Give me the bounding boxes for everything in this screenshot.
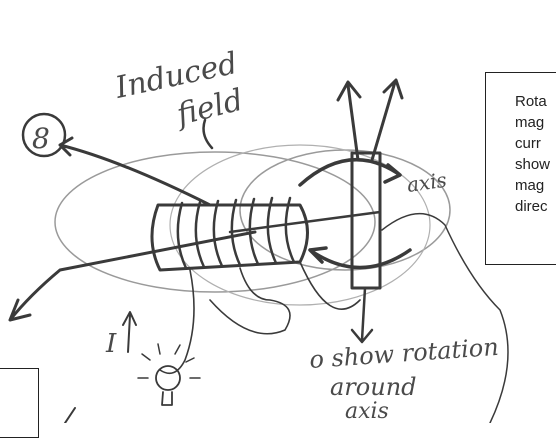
axis-arrow-up-left <box>338 82 360 160</box>
rotation-note-line1: o show rotation <box>308 333 499 374</box>
rotation-note-line3: axis <box>345 399 389 423</box>
callout-line-2: mag <box>515 112 556 133</box>
rotation-arc-top <box>300 160 400 185</box>
partial-box-bottom-left <box>0 368 39 438</box>
callout-box: Rota mag curr show mag direc <box>485 72 556 265</box>
callout-line-3: curr <box>515 133 556 154</box>
bulb-icon <box>156 366 180 390</box>
field-loop-number: 8 <box>32 122 50 155</box>
current-arrow <box>123 312 136 352</box>
axis-arrow-up-right <box>372 80 402 160</box>
rotation-note-line2: around <box>330 373 417 401</box>
bulb-base-icon <box>162 392 172 405</box>
callout-line-1: Rota <box>515 91 556 112</box>
stray-stroke <box>65 408 75 423</box>
field-loop-arrow <box>60 138 210 205</box>
axis-line-down <box>352 288 372 342</box>
callout-line-6: direc <box>515 196 556 217</box>
callout-line-5: mag <box>515 175 556 196</box>
drawing-canvas: Induced field 8 axis I o show rotation a… <box>0 0 556 423</box>
current-label: I <box>105 329 117 359</box>
axis-label: axis <box>405 168 448 197</box>
coil-windings <box>178 198 294 268</box>
callout-line-4: show <box>515 154 556 175</box>
coil-axis-arrow-left <box>10 232 255 320</box>
